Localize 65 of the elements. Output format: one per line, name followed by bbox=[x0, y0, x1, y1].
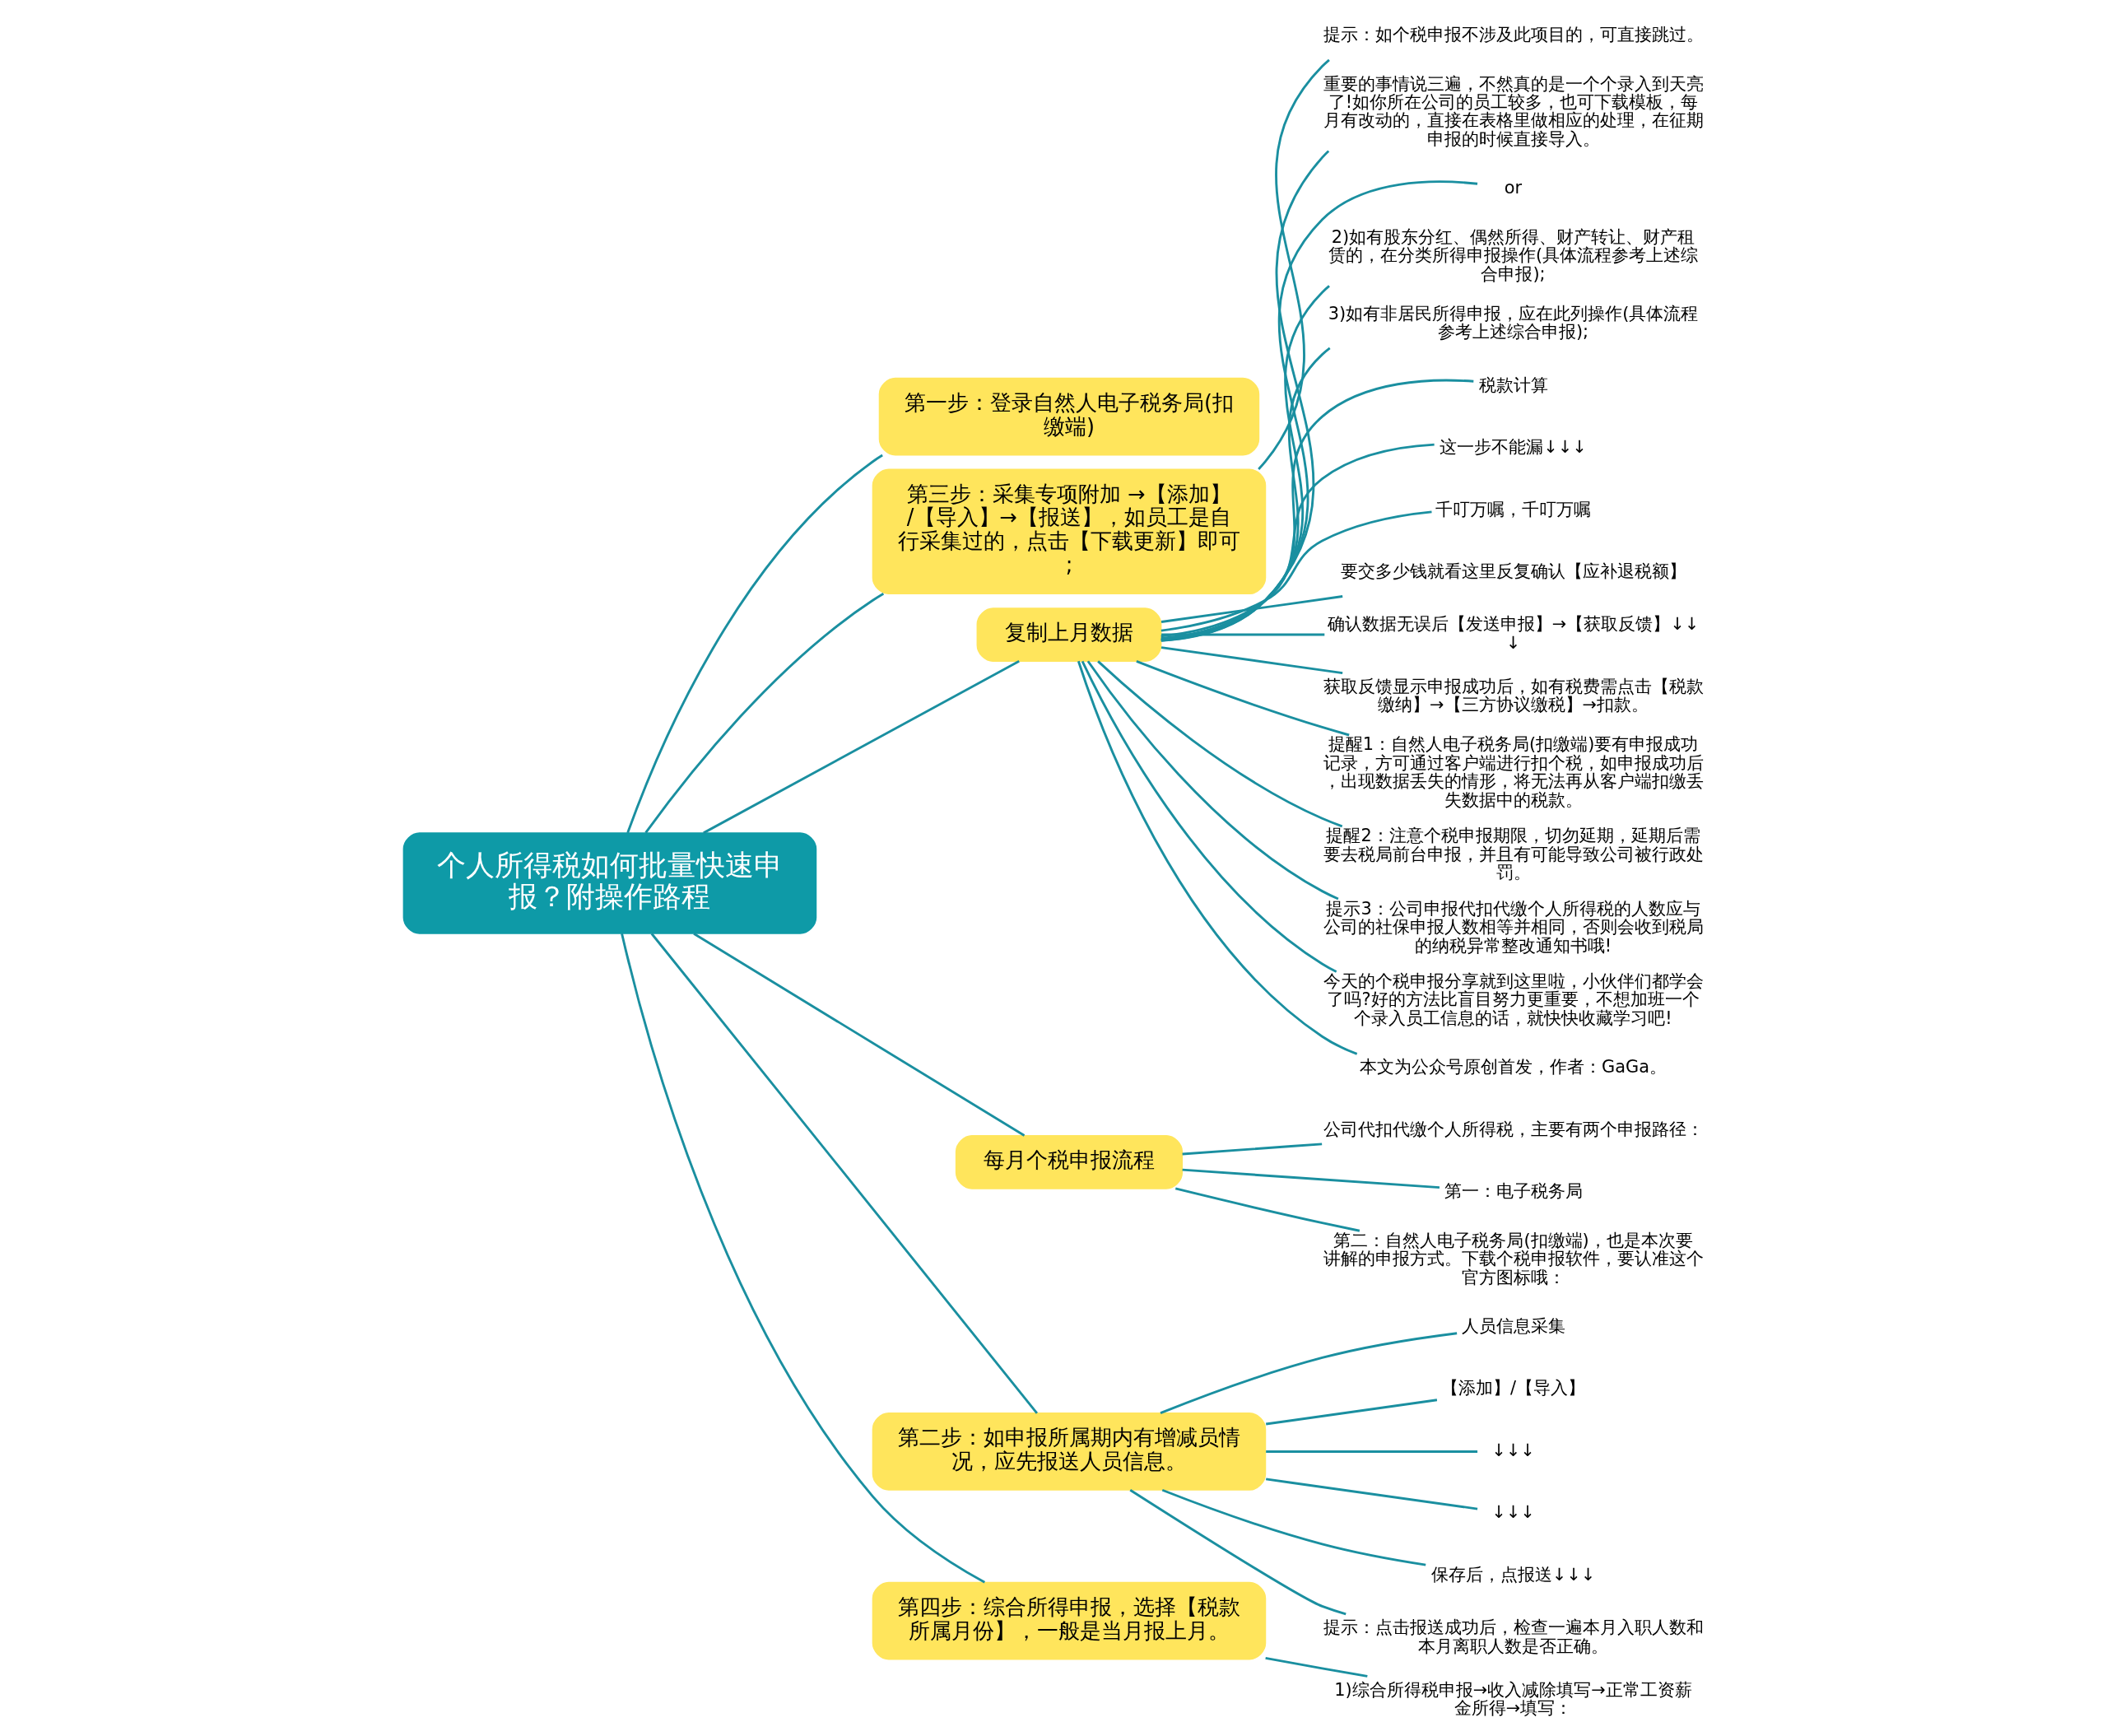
node-text: 1)综合所得税申报→收入减除填写→正常工资薪金所得→填写： bbox=[1333, 1679, 1692, 1719]
node-text: 重要的事情说三遍，不然真的是一个个录入到天亮了!如你所在公司的员工较多，也可下载模板，每月有改动的，直接在表格里做相应的处理，在征期申报的时候直接导入。 bbox=[1323, 73, 1704, 149]
node-box: 第三步：采集专项附加 →【添加】/【导入】→【报送】，如员工是自行采集过的，点击【下载更新】即可; bbox=[872, 468, 1266, 595]
connector bbox=[1160, 285, 1330, 641]
connector bbox=[1086, 660, 1338, 901]
connector bbox=[1265, 1450, 1477, 1453]
connector bbox=[692, 933, 1025, 1137]
connector bbox=[1160, 347, 1331, 641]
connector bbox=[1077, 660, 1357, 1055]
node-text: 要交多少钱就看这里反复确认【应补退税额】 bbox=[1340, 561, 1686, 582]
connector bbox=[702, 660, 1020, 835]
node-text: 税款计算 bbox=[1478, 375, 1548, 395]
connector bbox=[1135, 660, 1350, 737]
node-text: 3)如有非居民所得申报，应在此列操作(具体流程参考上述综合申报); bbox=[1328, 303, 1698, 342]
connector bbox=[1160, 595, 1342, 623]
node-text: or bbox=[1504, 178, 1522, 198]
node-text: 提醒1：自然人电子税务局(扣缴端)要有申报成功记录，方可通过客户端进行扣个税，如申报成功后，出现数据丢失的情形，将无法再从客户端扣缴丢失数据中的税款。 bbox=[1323, 734, 1704, 810]
connector bbox=[1182, 1143, 1322, 1156]
connector bbox=[1129, 1488, 1347, 1616]
node-text: ↓↓↓ bbox=[1491, 1502, 1535, 1523]
node-text: 提示3：公司申报代扣代缴个人所得税的人数应与公司的社保申报人数相等并相同，否则会收到税局的纳税异常整改通知书哦! bbox=[1323, 898, 1704, 956]
node-text: 今天的个税申报分享就到这里啦，小伙伴们都学会了吗?好的方法比盲目努力更重要，不想加班一个个录入员工信息的话，就快快收藏学习吧! bbox=[1323, 970, 1704, 1028]
connector bbox=[1081, 660, 1337, 973]
node-text: 第一：电子税务局 bbox=[1444, 1181, 1583, 1202]
connector bbox=[1182, 1168, 1440, 1189]
connector bbox=[1264, 1656, 1368, 1678]
connector bbox=[644, 593, 884, 834]
connector bbox=[1160, 443, 1435, 638]
connector bbox=[1160, 510, 1432, 632]
node-text: ↓↓↓ bbox=[1491, 1440, 1535, 1460]
connector bbox=[1160, 150, 1329, 642]
connector bbox=[1096, 660, 1342, 828]
node-text: 本文为公众号原创首发，作者：GaGa。 bbox=[1359, 1057, 1667, 1077]
connector bbox=[650, 933, 1038, 1414]
connector bbox=[1160, 379, 1473, 640]
node-box: 第二步：如申报所属期内有增减员情况，应先报送人员信息。 bbox=[872, 1413, 1266, 1491]
node-text: 这一步不能漏↓↓↓ bbox=[1439, 437, 1587, 458]
node-text: 2)如有股东分红、偶然所得、财产转让、财产租赁的，在分类所得申报操作(具体流程参考上述综合申报); bbox=[1328, 226, 1698, 284]
node-box: 复制上月数据 bbox=[976, 607, 1161, 662]
node-text: 提示：如个税申报不涉及此项目的，可直接跳过。 bbox=[1323, 25, 1704, 45]
connector bbox=[1160, 646, 1342, 675]
node-box: 第四步：综合所得申报，选择【税款所属月份】，一般是当月报上月。 bbox=[872, 1581, 1266, 1660]
connector bbox=[620, 933, 985, 1584]
node-text: 千叮万嘱，千叮万嘱 bbox=[1435, 499, 1591, 519]
connector bbox=[1161, 1488, 1426, 1566]
connector bbox=[1265, 1478, 1477, 1510]
node-box: 第一步：登录自然人电子税务局(扣缴端) bbox=[878, 377, 1259, 456]
node-text: 【添加】/【导入】 bbox=[1440, 1378, 1585, 1399]
node-text: 公司代扣代缴个人所得税，主要有两个申报路径： bbox=[1323, 1119, 1704, 1139]
node-text: 获取反馈显示申报成功后，如有税费需点击【税款缴纳】→【三方协议缴税】→扣款。 bbox=[1323, 676, 1704, 715]
node-text: 保存后，点报送↓↓↓ bbox=[1430, 1564, 1595, 1585]
connector bbox=[1160, 633, 1324, 636]
node-text: 第二：自然人电子税务局(扣缴端)，也是本次要讲解的申报方式。下载个税申报软件，要认准这个官方图标哦： bbox=[1323, 1230, 1704, 1287]
node-text: 提示：点击报送成功后，检查一遍本月入职人数和本月离职人数是否正确。 bbox=[1323, 1617, 1704, 1656]
connector bbox=[1174, 1187, 1360, 1232]
connector bbox=[1257, 58, 1330, 470]
node-text: 提醒2：注意个税申报期限，切勿延期，延期后需要去税局前台申报，并且有可能导致公司被行政处罚。 bbox=[1323, 826, 1704, 883]
node-box: 个人所得税如何批量快速申报？附操作路程 bbox=[402, 832, 816, 934]
connector bbox=[1160, 180, 1477, 642]
node-text: 人员信息采集 bbox=[1461, 1315, 1565, 1336]
connector bbox=[626, 454, 883, 834]
connector bbox=[1265, 1399, 1437, 1426]
connector bbox=[1160, 1332, 1457, 1414]
node-box: 每月个税申报流程 bbox=[955, 1134, 1183, 1189]
node-text: 确认数据无误后【发送申报】→【获取反馈】↓↓↓ bbox=[1327, 614, 1699, 653]
